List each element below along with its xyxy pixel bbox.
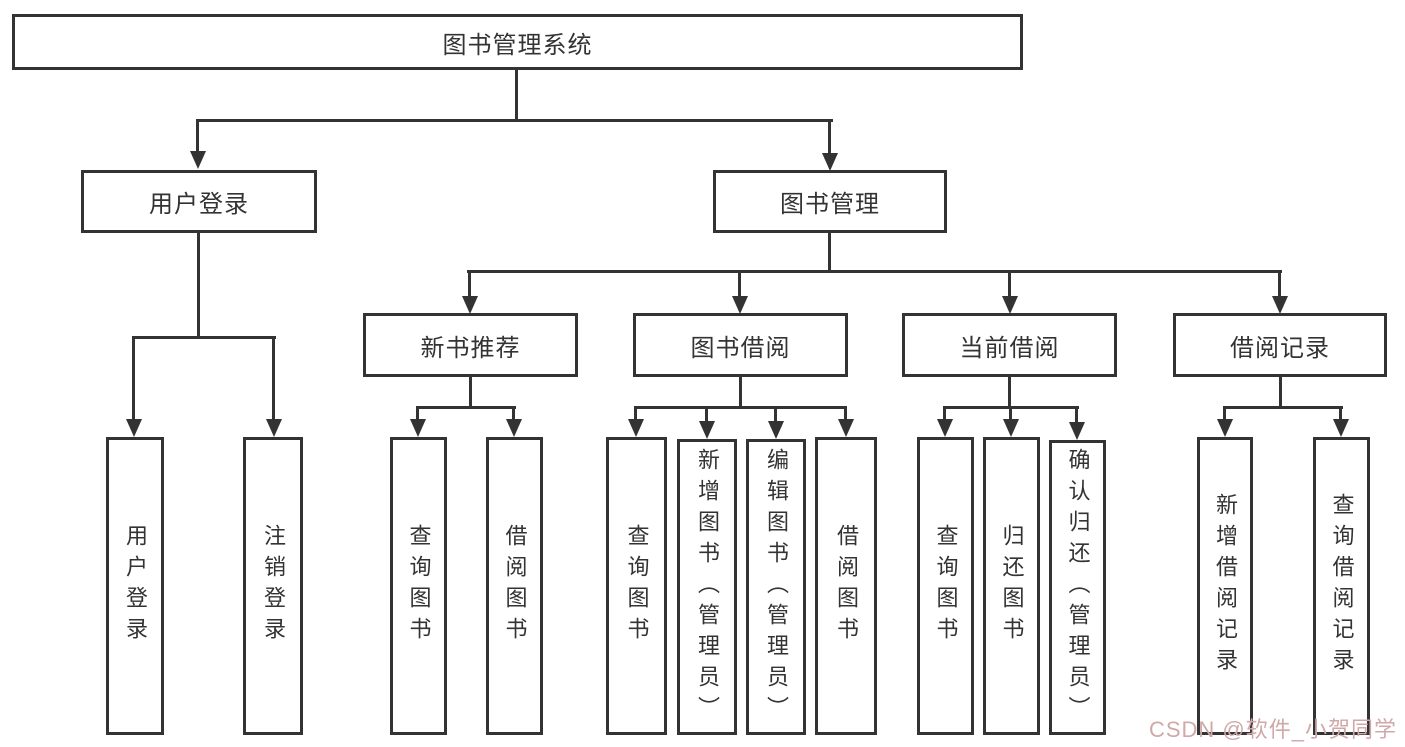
connector-arrow-down xyxy=(838,406,854,437)
node-user-login: 用户登录 xyxy=(81,170,317,233)
node-book-management: 图书管理 xyxy=(713,170,947,233)
connector-arrow-down xyxy=(266,336,282,437)
connector-hline xyxy=(197,119,833,122)
connector-arrow-down xyxy=(732,270,748,314)
node-label: 归还图书 xyxy=(999,524,1025,648)
node-label: 查询图书 xyxy=(933,524,959,648)
connector-hline xyxy=(635,406,847,409)
leaf-user-login: 用户登录 xyxy=(106,437,164,735)
connector-arrow-down xyxy=(1217,406,1233,437)
leaf-logout: 注销登录 xyxy=(243,437,303,735)
connector-hline xyxy=(133,336,276,339)
leaf-borrow-books-borrowing: 借阅图书 xyxy=(815,437,877,735)
node-book-borrowing: 图书借阅 xyxy=(633,313,848,377)
node-label: 当前借阅 xyxy=(959,334,1060,362)
connector-arrow-down xyxy=(126,336,142,437)
node-label: 确认归还（管理员） xyxy=(1065,448,1091,727)
leaf-query-books-current: 查询图书 xyxy=(917,437,974,735)
node-label: 图书借阅 xyxy=(690,334,791,362)
leaf-query-books-borrowing: 查询图书 xyxy=(606,437,667,735)
connector-arrow-down xyxy=(1003,406,1019,437)
node-label: 借阅图书 xyxy=(834,524,859,648)
node-current-borrowing: 当前借阅 xyxy=(902,313,1117,377)
leaf-add-borrow-record: 新增借阅记录 xyxy=(1197,437,1253,735)
connector-vline xyxy=(197,233,200,339)
connector-vline xyxy=(1008,377,1011,409)
leaf-return-books: 归还图书 xyxy=(983,437,1040,735)
connector-vline xyxy=(515,69,518,120)
node-label: 注销登录 xyxy=(261,524,286,648)
connector-arrow-down xyxy=(190,119,206,169)
node-label: 新书推荐 xyxy=(420,334,521,362)
leaf-borrow-books-recommend: 借阅图书 xyxy=(486,437,543,735)
connector-vline xyxy=(828,233,831,273)
node-label: 用户登录 xyxy=(123,524,148,648)
watermark: CSDN @软件_小贺同学 xyxy=(1148,717,1397,742)
leaf-add-book-admin: 新增图书（管理员） xyxy=(677,439,737,735)
connector-vline xyxy=(1279,377,1282,409)
connector-arrow-down xyxy=(506,406,522,437)
connector-arrow-down xyxy=(937,406,953,437)
connector-arrow-down xyxy=(462,270,478,314)
connector-arrow-down xyxy=(628,406,644,437)
node-label: 查询图书 xyxy=(624,524,650,648)
leaf-query-borrow-record: 查询借阅记录 xyxy=(1313,437,1370,735)
node-library-management-system: 图书管理系统 xyxy=(12,14,1023,70)
node-label: 新增图书（管理员） xyxy=(695,447,720,727)
node-label: 借阅图书 xyxy=(502,524,528,648)
node-borrowing-records: 借阅记录 xyxy=(1173,313,1387,377)
node-label: 查询借阅记录 xyxy=(1329,493,1355,679)
connector-hline xyxy=(1224,406,1343,409)
connector-arrow-down xyxy=(768,406,784,439)
node-label: 新增借阅记录 xyxy=(1213,493,1238,679)
connector-arrow-down xyxy=(1069,406,1085,440)
connector-arrow-down xyxy=(410,406,426,437)
connector-arrow-down xyxy=(822,119,838,171)
connector-hline xyxy=(417,406,516,409)
node-label: 编辑图书（管理员） xyxy=(764,447,789,727)
leaf-confirm-return-admin: 确认归还（管理员） xyxy=(1049,440,1106,735)
connector-hline xyxy=(467,270,1282,273)
connector-vline xyxy=(739,377,742,409)
leaf-edit-book-admin: 编辑图书（管理员） xyxy=(746,439,806,735)
node-label: 借阅记录 xyxy=(1230,334,1330,362)
node-label: 用户登录 xyxy=(149,191,249,218)
connector-arrow-down xyxy=(699,406,715,439)
leaf-query-books-recommend: 查询图书 xyxy=(390,437,447,735)
connector-vline xyxy=(469,377,472,409)
connector-arrow-down xyxy=(1333,406,1349,437)
connector-arrow-down xyxy=(1272,270,1288,314)
node-label: 查询图书 xyxy=(406,524,432,648)
connector-arrow-down xyxy=(1002,270,1018,314)
node-new-book-recommendation: 新书推荐 xyxy=(363,313,578,377)
node-label: 图书管理系统 xyxy=(442,31,593,59)
node-label: 图书管理 xyxy=(780,191,880,218)
